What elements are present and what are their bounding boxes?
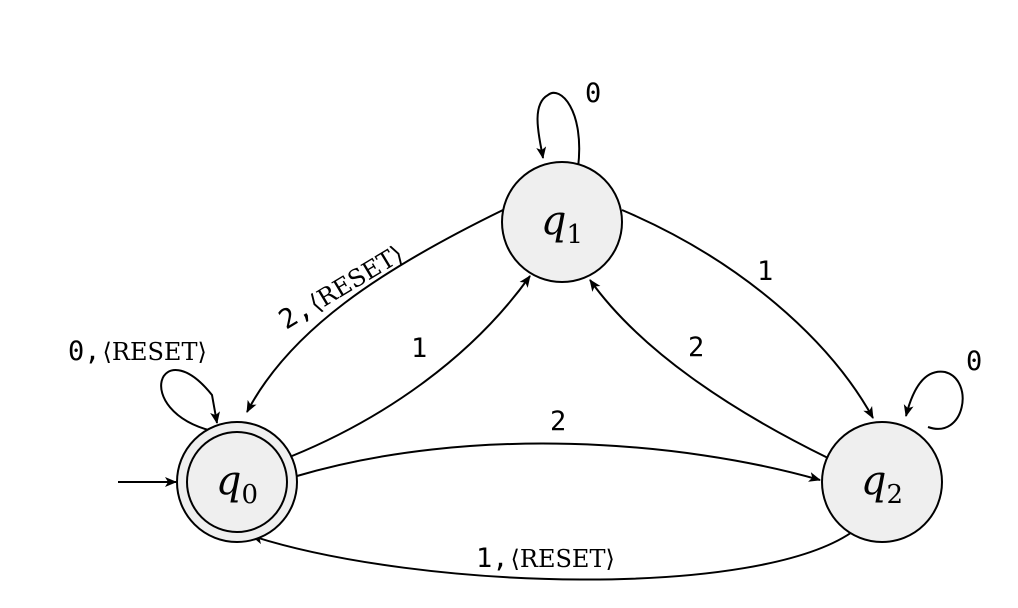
state-q0-base: q (216, 458, 242, 504)
edge-q0-self (160, 369, 220, 432)
label-q2-q1: 2 (688, 332, 704, 363)
state-q0-sub: 0 (242, 480, 259, 510)
label-q2-q0: 1,⟨RESET⟩ (476, 543, 615, 574)
state-q2-sub: 2 (887, 480, 904, 510)
state-q2: q2 (821, 421, 943, 543)
label-q2-self: 0 (966, 346, 982, 377)
svg-text:q2: q2 (861, 458, 903, 510)
svg-text:q0: q0 (216, 458, 258, 510)
edge-q0-q2 (296, 442, 821, 482)
label-q0-q1: 1 (411, 333, 427, 364)
edge-q1-q0 (246, 209, 504, 413)
svg-text:q1: q1 (541, 198, 583, 250)
state-q0: q0 (176, 421, 298, 543)
label-q1-q2: 1 (757, 256, 773, 287)
edge-q1-self (536, 92, 581, 169)
label-q1-q0: 2,⟨RESET⟩ (274, 238, 409, 336)
label-q0-q2: 2 (550, 406, 566, 437)
state-q1: q1 (501, 161, 623, 283)
edge-q2-q1 (589, 279, 829, 459)
state-q1-sub: 1 (567, 220, 584, 250)
edge-q1-q2 (621, 209, 874, 419)
label-q0-self: 0,⟨RESET⟩ (68, 336, 207, 367)
label-q1-self: 0 (585, 78, 601, 109)
state-q1-base: q (541, 198, 567, 244)
edge-q0-q1 (291, 275, 531, 457)
edge-q2-q0 (251, 529, 856, 581)
edge-q2-self (903, 370, 964, 430)
state-q2-base: q (861, 458, 887, 504)
